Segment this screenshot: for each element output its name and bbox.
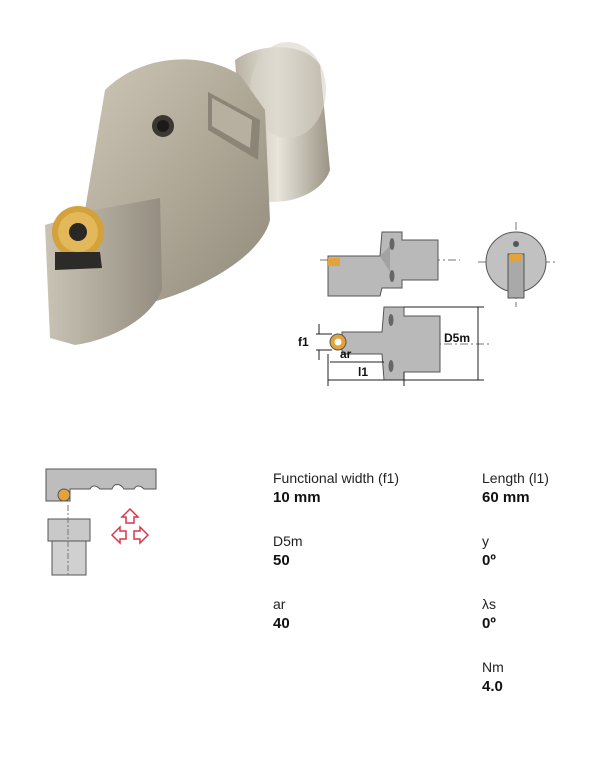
spec-value: 50 <box>273 552 290 569</box>
spec-nm: Nm 4.0 <box>482 659 504 695</box>
spec-lambda-s: λs 0º <box>482 596 496 632</box>
f1-dimension-label: f1 <box>298 335 309 349</box>
spec-value: 60 mm <box>482 489 530 506</box>
spec-label: Nm <box>482 659 504 675</box>
spec-label: Length (l1) <box>482 470 549 486</box>
spec-length: Length (l1) 60 mm <box>482 470 549 506</box>
end-view-drawing <box>478 222 558 307</box>
spec-value: 4.0 <box>482 678 503 695</box>
dimension-drawing: f1 ar l1 D5m <box>292 302 492 394</box>
product-photo <box>30 20 350 360</box>
side-view-drawing <box>320 222 460 302</box>
cutting-direction-arrows-icon <box>45 468 157 576</box>
spec-value: 0º <box>482 615 496 632</box>
spec-value: 10 mm <box>273 489 321 506</box>
d5m-dimension-label: D5m <box>444 331 470 345</box>
ar-dimension-label: ar <box>340 347 352 361</box>
spec-value: 0º <box>482 552 496 569</box>
spec-d5m: D5m 50 <box>273 533 303 569</box>
spec-label: λs <box>482 596 496 612</box>
l1-dimension-label: l1 <box>358 365 368 379</box>
spec-y: y 0º <box>482 533 496 569</box>
spec-label: ar <box>273 596 286 612</box>
toolholder-photo-icon <box>45 42 330 345</box>
spec-label: Functional width (f1) <box>273 470 400 486</box>
orientation-diagram <box>40 465 170 577</box>
spec-value: 40 <box>273 615 290 632</box>
spec-label: y <box>482 533 489 549</box>
spec-functional-width: Functional width (f1) 10 mm <box>273 470 399 506</box>
spec-label: D5m <box>273 533 303 549</box>
spec-ar: ar 40 <box>273 596 290 632</box>
